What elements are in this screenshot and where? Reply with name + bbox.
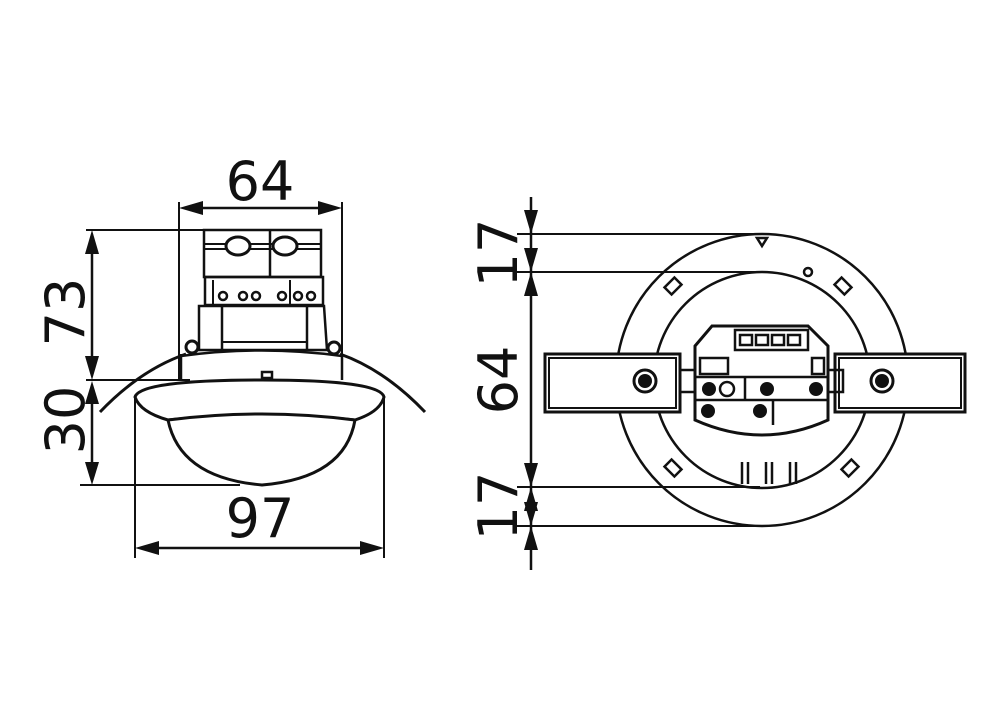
dimension-label-bottom-width: 97 [226,487,295,550]
center-module [678,324,845,484]
terminal-block [202,228,325,307]
dimension-label-top-width: 64 [226,150,295,213]
side-view: 64 73 30 97 [34,150,427,558]
dimension-label-height-upper: 73 [34,278,97,347]
dimension-label-top-offset: 17 [467,219,530,288]
dimension-label-bottom-offset: 17 [467,472,530,541]
dimension-top-width: 64 [178,150,343,380]
dimension-height-lower: 30 [34,381,240,486]
dimension-bottom-width: 97 [134,398,385,558]
dimension-chain-vertical: 17 64 17 [467,197,760,570]
dimension-height-upper: 73 [34,229,205,381]
mounting-bars [543,352,967,414]
dimension-label-height-lower: 30 [34,386,97,455]
sensor-body [98,304,427,414]
top-view: 17 64 17 [467,197,967,570]
dimension-label-middle: 64 [467,346,530,415]
sensor-dome [133,378,386,487]
